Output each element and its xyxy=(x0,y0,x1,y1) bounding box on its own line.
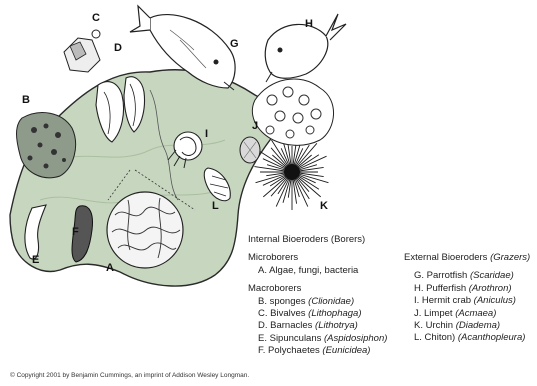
urchin-body xyxy=(284,164,300,180)
external-bioeroders-legend: External Bioeroders (Grazers) G. Parrotf… xyxy=(404,252,537,345)
grazer-item: J. Limpet (Acmaea) xyxy=(404,308,537,320)
macroborers-heading: Macroborers xyxy=(248,283,398,295)
microborers-heading: Microborers xyxy=(248,252,398,264)
grazer-item: I. Hermit crab (Aniculus) xyxy=(404,295,537,307)
label-B: B xyxy=(22,94,30,106)
label-I: I xyxy=(205,128,208,140)
macro-item: F. Polychaetes (Eunicidea) xyxy=(248,345,398,357)
label-E: E xyxy=(32,254,39,266)
label-K: K xyxy=(320,200,328,212)
label-J: J xyxy=(252,120,258,132)
micro-item: A. Algae, fungi, bacteria xyxy=(248,265,398,277)
macro-item: D. Barnacles (Lithotrya) xyxy=(248,320,398,332)
label-F: F xyxy=(72,226,79,238)
macro-item: E. Sipunculans (Aspidosiphon) xyxy=(248,333,398,345)
label-L: L xyxy=(212,200,219,212)
copyright-notice: © Copyright 2001 by Benjamin Cummings, a… xyxy=(10,372,249,379)
internal-bioeroders-legend: Internal Bioeroders (Borers) Microborers… xyxy=(248,234,398,358)
grazer-item: G. Parrotfish (Scaridae) xyxy=(404,270,537,282)
external-heading: External Bioeroders (Grazers) xyxy=(404,252,537,264)
grazer-item: K. Urchin (Diadema) xyxy=(404,320,537,332)
label-H: H xyxy=(305,18,313,30)
barnacle-D xyxy=(64,30,100,72)
label-G: G xyxy=(230,38,239,50)
label-D: D xyxy=(114,42,122,54)
macro-item: C. Bivalves (Lithophaga) xyxy=(248,308,398,320)
label-C: C xyxy=(92,12,100,24)
limpet-J xyxy=(240,137,260,163)
grazer-item: H. Pufferfish (Arothron) xyxy=(404,283,537,295)
grazer-item: L. Chiton) (Acanthopleura) xyxy=(404,332,537,344)
internal-heading: Internal Bioeroders (Borers) xyxy=(248,234,398,246)
macro-item: B. sponges (Clionidae) xyxy=(248,296,398,308)
label-A: A xyxy=(106,262,114,274)
